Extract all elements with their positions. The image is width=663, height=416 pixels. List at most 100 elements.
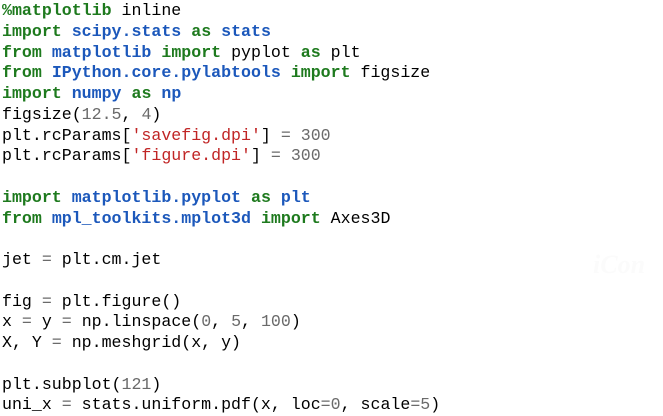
code-token: = xyxy=(270,146,281,166)
code-token: plt xyxy=(320,42,361,62)
code-token: plt.cm.jet xyxy=(51,250,162,269)
code-token xyxy=(241,188,251,207)
code-token: stats.uniform.pdf(x, loc xyxy=(71,395,321,415)
code-token: 0 xyxy=(201,312,212,332)
code-token: 5 xyxy=(231,312,242,332)
code-token: = xyxy=(410,395,421,415)
code-token: ) xyxy=(151,374,162,394)
code-token xyxy=(42,209,52,228)
code-line: figsize(12.5, 4) xyxy=(2,105,440,126)
code-line: import numpy as np xyxy=(2,84,440,105)
code-token xyxy=(181,22,191,41)
code-token: numpy xyxy=(71,84,122,103)
code-token: np.linspace( xyxy=(71,312,202,332)
code-token: matplotlib.pyplot xyxy=(71,187,242,207)
code-token: 'figure.dpi' xyxy=(131,146,251,166)
code-token: = xyxy=(41,250,52,269)
code-token xyxy=(291,126,301,145)
code-line: %matplotlib inline xyxy=(2,1,440,22)
code-token: = xyxy=(21,312,32,332)
code-line: from matplotlib import pyplot as plt xyxy=(2,43,440,64)
code-token xyxy=(151,84,161,103)
code-token xyxy=(271,188,281,207)
code-token: figsize( xyxy=(2,104,82,124)
code-token xyxy=(42,43,52,62)
code-token xyxy=(151,43,161,62)
code-line: from mpl_toolkits.mplot3d import Axes3D xyxy=(2,209,440,230)
code-token: import xyxy=(2,21,62,41)
code-line: uni_x = stats.uniform.pdf(x, loc=0, scal… xyxy=(2,395,440,416)
code-line xyxy=(2,271,440,292)
code-line: X, Y = np.meshgrid(x, y) xyxy=(2,333,440,354)
code-line: import scipy.stats as stats xyxy=(2,22,440,43)
code-line: plt.rcParams['figure.dpi'] = 300 xyxy=(2,146,440,167)
code-token: pyplot xyxy=(221,42,301,62)
code-token: ] xyxy=(260,125,281,145)
code-token: 5 xyxy=(420,395,431,415)
code-token xyxy=(42,63,52,82)
code-token: X, Y xyxy=(2,333,52,352)
code-line: import matplotlib.pyplot as plt xyxy=(2,188,440,209)
code-token: , xyxy=(211,312,232,332)
code-token: jet xyxy=(2,250,42,269)
code-token: as xyxy=(191,21,212,41)
code-token: 'savefig.dpi' xyxy=(131,125,261,145)
code-token: plt.rcParams[ xyxy=(2,125,132,145)
code-token xyxy=(251,209,261,228)
code-token xyxy=(62,188,72,207)
code-token: , xyxy=(121,104,142,124)
code-token: , xyxy=(241,312,261,332)
code-token: np.meshgrid(x, y) xyxy=(61,333,242,352)
code-token: matplotlib xyxy=(51,42,152,62)
code-line: plt.rcParams['savefig.dpi'] = 300 xyxy=(2,126,440,147)
code-token: 121 xyxy=(121,374,152,394)
code-line: x = y = np.linspace(0, 5, 100) xyxy=(2,312,440,333)
code-token: , scale xyxy=(340,395,411,415)
code-token xyxy=(281,146,291,165)
code-line: jet = plt.cm.jet xyxy=(2,250,440,271)
code-token: Axes3D xyxy=(320,208,391,228)
code-token: 0 xyxy=(330,395,341,415)
code-token: plt.rcParams[ xyxy=(2,146,132,166)
code-token: x xyxy=(2,312,22,332)
code-token: import xyxy=(260,208,321,228)
code-token: %matplotlib xyxy=(2,1,112,20)
code-token: as xyxy=(131,84,152,103)
code-token: scipy.stats xyxy=(71,21,182,41)
watermark: iCon xyxy=(593,250,646,279)
code-line: plt.subplot(121) xyxy=(2,375,440,396)
code-token: import xyxy=(290,63,351,83)
code-token: 12.5 xyxy=(81,104,122,124)
code-line: fig = plt.figure() xyxy=(2,292,440,313)
code-token: ) xyxy=(430,395,441,415)
code-token xyxy=(122,84,132,103)
code-token: as xyxy=(250,187,271,207)
code-token: = xyxy=(320,395,331,415)
code-token: from xyxy=(2,63,42,83)
code-token xyxy=(62,84,72,103)
code-token: import xyxy=(161,42,222,62)
code-token: ) xyxy=(290,312,301,332)
code-token: y xyxy=(31,312,62,332)
code-token: = xyxy=(41,291,52,311)
code-line xyxy=(2,354,440,375)
code-token: figsize xyxy=(350,63,431,83)
code-line xyxy=(2,167,440,188)
code-token: as xyxy=(300,42,321,62)
code-token: 300 xyxy=(290,146,321,166)
code-token: ) xyxy=(151,104,162,124)
code-token: ] xyxy=(250,146,271,166)
code-token: fig xyxy=(2,291,42,311)
code-token: 4 xyxy=(141,104,152,124)
code-token xyxy=(211,22,221,41)
code-token: 300 xyxy=(300,125,331,145)
code-token: plt.figure() xyxy=(51,291,182,311)
code-token: uni_x xyxy=(2,395,62,415)
code-token: from xyxy=(2,42,42,62)
code-token: = xyxy=(51,333,62,352)
code-token xyxy=(281,63,291,82)
code-token: 100 xyxy=(260,312,291,332)
code-token: = xyxy=(61,395,72,415)
